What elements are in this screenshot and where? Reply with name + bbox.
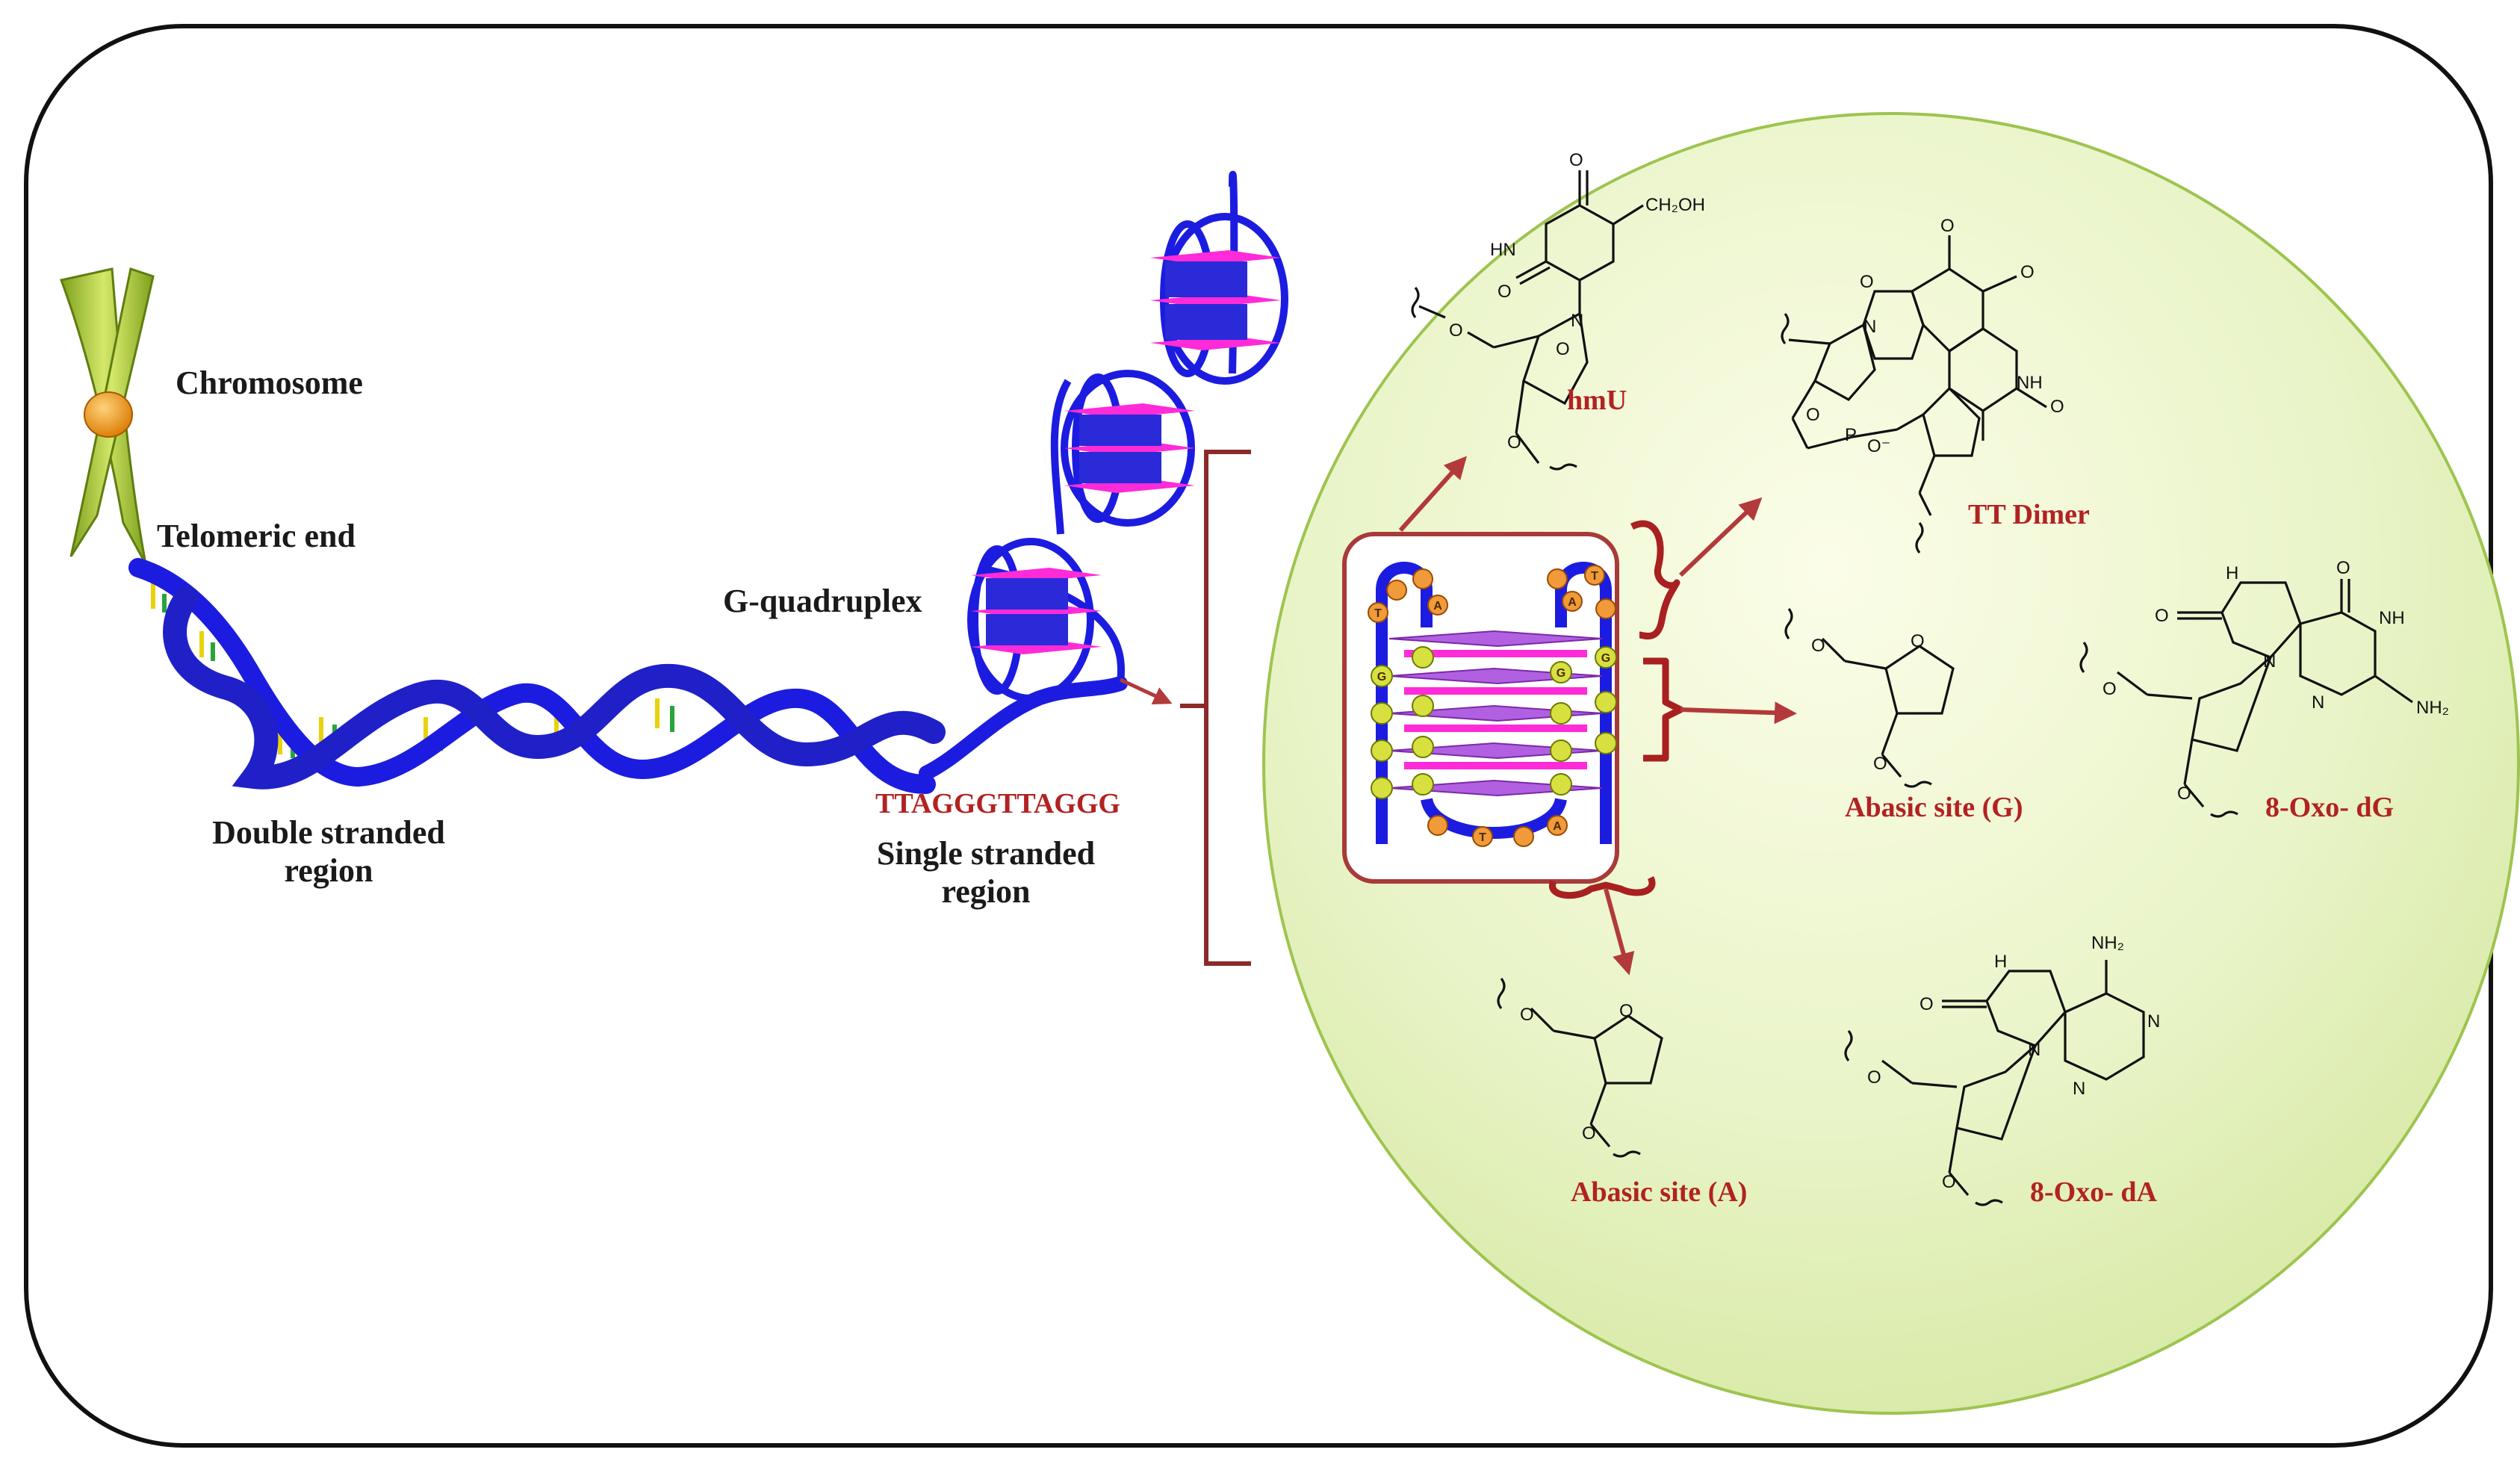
svg-text:O: O [1911,631,1925,651]
svg-text:CH₂OH: CH₂OH [1645,195,1705,215]
oxo-dg-structure: O H O NH NH₂ N N O O [2079,558,2449,818]
telomeric-end-label: Telomeric end [157,518,356,554]
svg-text:N: N [1571,311,1583,331]
svg-text:O: O [1873,754,1887,774]
base-a-label: A [1568,596,1577,609]
g-quadruplex-2 [1050,370,1195,535]
base-a-label: A [1433,600,1442,613]
g-quadruplex-label: G-quadruplex [723,583,922,619]
hmu-label: hmU [1567,385,1627,416]
abasic-site-a-label: Abasic site (A) [1571,1176,1748,1208]
svg-text:O: O [1507,432,1521,453]
svg-text:O: O [1806,405,1820,425]
svg-text:P: P [1845,425,1857,445]
oxo-dg-label: 8-Oxo- dG [2265,792,2395,823]
g-quadruplex-1 [967,538,1126,702]
single-stranded-label: Single stranded region [876,835,1096,910]
svg-text:O: O [1940,216,1955,236]
svg-text:N: N [2147,1011,2160,1032]
svg-text:H: H [1994,952,2007,972]
hmu-structure: O HN O CH₂OH N O O O [1411,150,1705,471]
svg-text:O: O [1920,994,1934,1014]
svg-text:O: O [2102,679,2117,699]
svg-text:O: O [1619,1001,1633,1021]
svg-text:O: O [2177,784,2191,804]
base-g-label: G [1557,667,1565,680]
svg-text:NH: NH [2379,608,2405,628]
svg-text:O: O [1582,1123,1596,1144]
svg-text:H: H [2226,563,2238,583]
chromosome-icon [59,267,155,565]
svg-text:O: O [1860,272,1874,292]
abasic-site-g-structure: O O O [1784,608,1955,788]
g-quadruplex-3 [1150,170,1288,385]
abasic-site-a-structure: O O O [1497,978,1663,1158]
oxo-da-label: 8-Oxo- dA [2030,1176,2157,1208]
base-g-label: G [1601,652,1610,665]
base-t-label: T [1591,570,1598,583]
svg-text:O: O [1942,1172,1956,1192]
abasic-site-g-label: Abasic site (G) [1845,792,2023,823]
tt-dimer-structure: O O O O NH N O P O⁻ [1781,216,2064,554]
quadruplex-lesion-box: T A A T T A G G G [1342,532,1619,884]
svg-text:N: N [2263,651,2276,672]
centromere [84,391,133,438]
svg-text:O: O [2050,397,2064,417]
tt-dimer-label: TT Dimer [1968,499,2090,530]
base-g-label: G [1377,671,1386,683]
svg-text:O: O [1498,282,1512,302]
svg-text:O: O [2155,606,2169,626]
svg-text:O: O [1449,320,1463,341]
lesion-arrows [1398,456,1797,976]
double-stranded-label: Double stranded region [212,814,445,889]
svg-text:O: O [2336,558,2350,578]
svg-text:O: O [2020,262,2035,282]
svg-text:NH₂: NH₂ [2416,698,2449,718]
svg-text:O: O [1811,636,1825,656]
svg-text:NH: NH [2017,373,2043,393]
telomere-sequence: TTAGGGTTAGGG [875,788,1120,819]
svg-text:N: N [1863,317,1876,337]
svg-text:HN: HN [1490,240,1516,260]
chromosome-label: Chromosome [176,365,363,401]
pointer-arrow [1119,677,1173,704]
svg-text:O⁻: O⁻ [1867,436,1890,456]
svg-text:N: N [2073,1079,2085,1099]
svg-text:O: O [1556,339,1570,359]
svg-text:N: N [2312,692,2324,713]
base-t-label: T [1374,607,1382,620]
base-t-label: T [1479,831,1486,844]
svg-text:N: N [2028,1040,2040,1060]
svg-text:O: O [1520,1005,1534,1025]
dna-double-helix [128,558,946,794]
oxo-da-structure: NH₂ H O N N N O O [1844,933,2160,1206]
svg-text:NH₂: NH₂ [2091,933,2124,953]
svg-text:O: O [1569,150,1583,170]
base-a-label: A [1553,820,1562,833]
svg-text:O: O [1867,1067,1881,1088]
